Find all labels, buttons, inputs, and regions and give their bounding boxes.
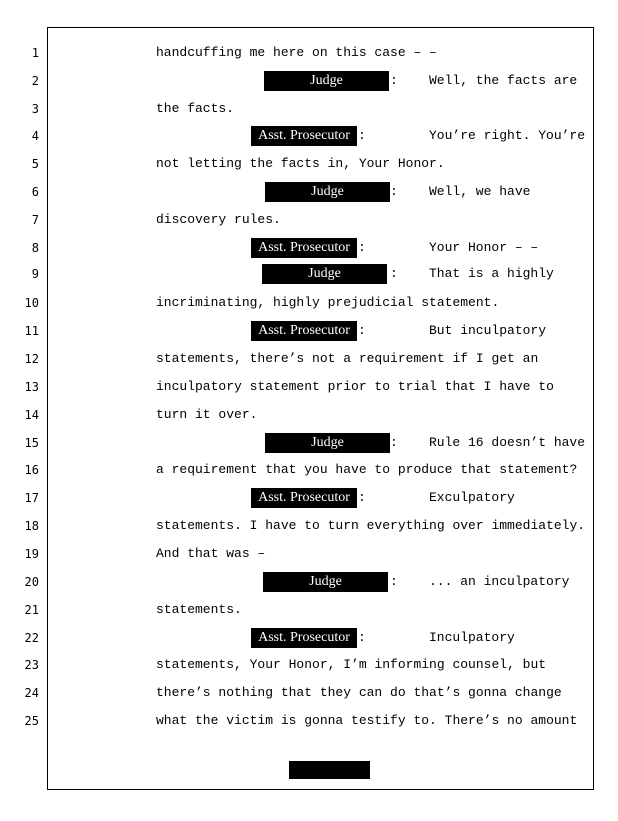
line-text: Your Honor – – bbox=[429, 240, 539, 255]
line-number: 21 bbox=[24, 603, 39, 617]
line-number: 2 bbox=[31, 74, 39, 88]
speaker-label-asst-prosecutor: Asst. Prosecutor bbox=[251, 628, 357, 648]
line-text: incriminating, highly prejudicial statem… bbox=[156, 295, 500, 310]
line-text: ... an inculpatory bbox=[429, 574, 570, 589]
speaker-colon: : bbox=[390, 574, 398, 589]
transcript-line: 2 Judge : Well, the facts are bbox=[0, 71, 618, 97]
speaker-label-judge: Judge bbox=[265, 433, 390, 453]
transcript-line: 10 incriminating, highly prejudicial sta… bbox=[0, 295, 618, 319]
line-number: 18 bbox=[24, 519, 39, 533]
speaker-colon: : bbox=[390, 73, 398, 88]
speaker-label-judge: Judge bbox=[262, 264, 387, 284]
transcript-line: 14 turn it over. bbox=[0, 407, 618, 431]
line-text: handcuffing me here on this case – – bbox=[156, 45, 437, 60]
transcript-line: 8 Asst. Prosecutor : Your Honor – – bbox=[0, 238, 618, 264]
line-number: 6 bbox=[31, 185, 39, 199]
transcript-line: 16 a requirement that you have to produc… bbox=[0, 462, 618, 486]
line-text: what the victim is gonna testify to. The… bbox=[156, 713, 578, 728]
transcript-line: 23 statements, Your Honor, I’m informing… bbox=[0, 657, 618, 681]
speaker-colon: : bbox=[390, 266, 398, 281]
line-text: And that was – bbox=[156, 546, 266, 561]
line-text: the facts. bbox=[156, 101, 235, 116]
line-number: 11 bbox=[24, 324, 39, 338]
line-number: 24 bbox=[24, 686, 39, 700]
line-text: a requirement that you have to produce t… bbox=[156, 462, 578, 477]
transcript-line: 11 Asst. Prosecutor : But inculpatory bbox=[0, 321, 618, 347]
line-number: 13 bbox=[24, 380, 39, 394]
line-text: not letting the facts in, Your Honor. bbox=[156, 156, 445, 171]
speaker-colon: : bbox=[358, 323, 366, 338]
transcript-line: 22 Asst. Prosecutor : Inculpatory bbox=[0, 628, 618, 654]
line-number: 9 bbox=[31, 267, 39, 281]
transcript-line: 9 Judge : That is a highly bbox=[0, 264, 618, 290]
line-number: 12 bbox=[24, 352, 39, 366]
transcript-line: 19 And that was – bbox=[0, 546, 618, 570]
speaker-label-judge: Judge bbox=[264, 71, 389, 91]
transcript-line: 1 handcuffing me here on this case – – bbox=[0, 45, 618, 69]
line-number: 17 bbox=[24, 491, 39, 505]
speaker-colon: : bbox=[358, 128, 366, 143]
speaker-label-asst-prosecutor: Asst. Prosecutor bbox=[251, 321, 357, 341]
speaker-colon: : bbox=[358, 630, 366, 645]
transcript-line: 17 Asst. Prosecutor : Exculpatory bbox=[0, 488, 618, 514]
speaker-label-judge: Judge bbox=[265, 182, 390, 202]
line-text: there’s nothing that they can do that’s … bbox=[156, 685, 562, 700]
transcript-line: 6 Judge : Well, we have bbox=[0, 182, 618, 208]
line-number: 3 bbox=[31, 102, 39, 116]
transcript-line: 13 inculpatory statement prior to trial … bbox=[0, 379, 618, 403]
transcript-line: 21 statements. bbox=[0, 602, 618, 626]
line-number: 8 bbox=[31, 241, 39, 255]
speaker-label-asst-prosecutor: Asst. Prosecutor bbox=[251, 488, 357, 508]
speaker-label-asst-prosecutor: Asst. Prosecutor bbox=[251, 126, 357, 146]
line-text: statements. I have to turn everything ov… bbox=[156, 518, 586, 533]
line-number: 19 bbox=[24, 547, 39, 561]
transcript-line: 3 the facts. bbox=[0, 101, 618, 125]
speaker-colon: : bbox=[390, 184, 398, 199]
speaker-label-judge: Judge bbox=[263, 572, 388, 592]
line-number: 20 bbox=[24, 575, 39, 589]
footer-redaction-box bbox=[289, 761, 370, 779]
transcript-line: 7 discovery rules. bbox=[0, 212, 618, 236]
line-number: 15 bbox=[24, 436, 39, 450]
transcript-line: 24 there’s nothing that they can do that… bbox=[0, 685, 618, 709]
line-text: turn it over. bbox=[156, 407, 258, 422]
line-text: statements, Your Honor, I’m informing co… bbox=[156, 657, 547, 672]
speaker-colon: : bbox=[390, 435, 398, 450]
line-text: statements. bbox=[156, 602, 242, 617]
line-number: 10 bbox=[24, 296, 39, 310]
line-text: Inculpatory bbox=[429, 630, 515, 645]
line-text: discovery rules. bbox=[156, 212, 281, 227]
transcript-line: 12 statements, there’s not a requirement… bbox=[0, 351, 618, 375]
line-text: Well, the facts are bbox=[429, 73, 578, 88]
line-text: You’re right. You’re bbox=[429, 128, 586, 143]
transcript-line: 4 Asst. Prosecutor : You’re right. You’r… bbox=[0, 126, 618, 152]
speaker-colon: : bbox=[358, 490, 366, 505]
line-number: 22 bbox=[24, 631, 39, 645]
line-text: Well, we have bbox=[429, 184, 531, 199]
transcript-line: 20 Judge : ... an inculpatory bbox=[0, 572, 618, 598]
line-number: 7 bbox=[31, 213, 39, 227]
transcript-line: 25 what the victim is gonna testify to. … bbox=[0, 713, 618, 737]
line-text: Rule 16 doesn’t have bbox=[429, 435, 586, 450]
page-border bbox=[47, 27, 594, 790]
line-text: That is a highly bbox=[429, 266, 554, 281]
line-text: statements, there’s not a requirement if… bbox=[156, 351, 539, 366]
speaker-label-asst-prosecutor: Asst. Prosecutor bbox=[251, 238, 357, 258]
line-number: 23 bbox=[24, 658, 39, 672]
line-text: But inculpatory bbox=[429, 323, 547, 338]
line-number: 25 bbox=[24, 714, 39, 728]
line-number: 14 bbox=[24, 408, 39, 422]
line-number: 16 bbox=[24, 463, 39, 477]
transcript-line: 15 Judge : Rule 16 doesn’t have bbox=[0, 433, 618, 459]
line-number: 5 bbox=[31, 157, 39, 171]
transcript-line: 18 statements. I have to turn everything… bbox=[0, 518, 618, 542]
line-number: 4 bbox=[31, 129, 39, 143]
speaker-colon: : bbox=[358, 240, 366, 255]
line-text: inculpatory statement prior to trial tha… bbox=[156, 379, 554, 394]
line-text: Exculpatory bbox=[429, 490, 515, 505]
line-number: 1 bbox=[31, 46, 39, 60]
transcript-line: 5 not letting the facts in, Your Honor. bbox=[0, 156, 618, 180]
